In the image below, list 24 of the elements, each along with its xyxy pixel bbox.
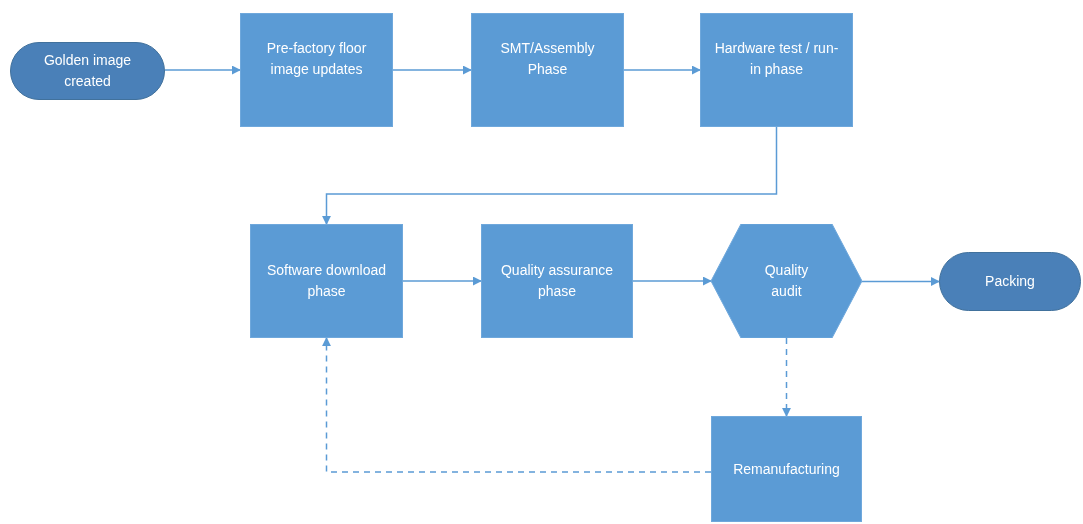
node-label: Quality assurance phase	[499, 261, 615, 301]
dashed-arrow	[782, 337, 791, 417]
arrow	[402, 276, 482, 286]
process-box	[700, 13, 853, 127]
process-box	[471, 13, 624, 127]
node-label: Golden image created	[42, 51, 133, 91]
arrow	[861, 277, 940, 286]
arrow	[392, 65, 472, 75]
node-label: Packing	[985, 272, 1035, 291]
process-box	[481, 224, 633, 338]
arrow	[322, 126, 778, 225]
node-label: Hardware test / run-in phase	[713, 39, 840, 79]
process-box	[240, 13, 393, 127]
arrow	[623, 65, 701, 75]
process-box	[711, 416, 862, 522]
dashed-arrow	[322, 337, 712, 473]
arrow	[632, 276, 712, 286]
node-label: Software download phase	[265, 261, 388, 301]
node-label: Remanufacturing	[733, 459, 840, 479]
process-box	[250, 224, 403, 338]
node-label: SMT/Assembly Phase	[499, 39, 596, 79]
node-label: Pre-factory floor image updates	[265, 39, 368, 79]
arrow	[164, 65, 241, 75]
node-label: Quality audit	[763, 261, 810, 301]
